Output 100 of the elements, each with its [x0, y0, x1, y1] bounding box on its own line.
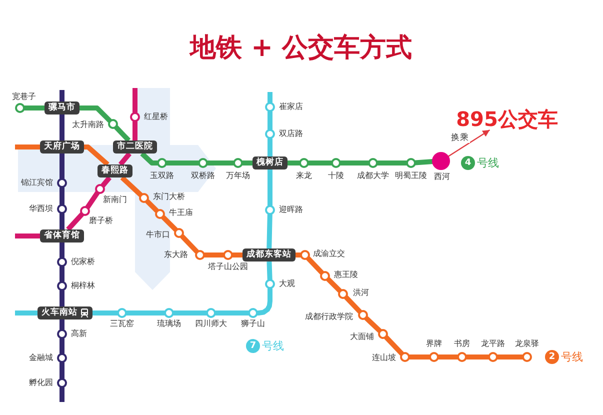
- metro-line: [256, 288, 272, 316]
- edge-label: 换乘: [450, 133, 470, 143]
- metro-line: [120, 176, 143, 197]
- station-name: 崔家店: [279, 102, 303, 112]
- station-name: 新南门: [103, 195, 127, 205]
- metro-line: [60, 320, 64, 330]
- metro-line: [180, 234, 199, 254]
- station-name: 大面铺: [350, 332, 374, 342]
- metro-line: [60, 338, 64, 354]
- station-box: 春熙路: [98, 164, 132, 178]
- station-name: 成渝立交: [313, 249, 345, 259]
- station-name: 大观: [279, 279, 295, 289]
- metro-line: [268, 170, 272, 206]
- station-box: 省体育馆: [40, 230, 84, 242]
- station-name: 明蜀王陵: [395, 171, 427, 181]
- metro-line: [384, 335, 404, 356]
- metro-line: [118, 152, 132, 166]
- metro-line: [15, 310, 38, 316]
- metro-line: [140, 152, 158, 166]
- metro-line: [377, 160, 407, 166]
- station-name: 金融城: [29, 353, 53, 363]
- metro-line: [497, 354, 523, 360]
- line-number-badge: 7: [246, 339, 260, 353]
- metro-line: [215, 310, 249, 316]
- metro-line: [60, 90, 64, 102]
- metro-line: [60, 387, 64, 402]
- metro-line: [364, 316, 382, 333]
- station-name: 太升南路: [72, 120, 104, 130]
- station-name: 牛王庙: [169, 208, 193, 218]
- metro-line: [132, 121, 138, 140]
- metro-line: [15, 234, 40, 238]
- station-name: 成都大学: [357, 171, 389, 181]
- metro-line: [207, 160, 234, 166]
- metro-line: [60, 266, 64, 282]
- metro-line: [15, 144, 40, 150]
- metro-line: [60, 213, 64, 230]
- arrow: [448, 130, 490, 158]
- metro-line: [145, 199, 159, 213]
- station-box: 市二医院: [113, 140, 157, 154]
- metro-line: [132, 88, 138, 113]
- station-name: 磨子桥: [89, 216, 113, 226]
- station-box: [38, 306, 92, 320]
- metro-line: [415, 159, 433, 166]
- station-name: 西河: [434, 172, 450, 182]
- station-name: 三瓦窑: [110, 319, 134, 329]
- station-box: 骡马市: [44, 102, 80, 114]
- metro-line: [288, 160, 300, 166]
- station-name: 双桥路: [191, 171, 215, 181]
- station-name: 十陵: [328, 171, 344, 181]
- title: 地铁 + 公交车方式: [190, 33, 412, 63]
- metro-line: [268, 138, 272, 156]
- station-name: 红星桥: [144, 112, 168, 122]
- metro-line: [242, 160, 252, 166]
- metro-line: [173, 310, 207, 316]
- metro-line: [266, 261, 272, 280]
- metro-line: [204, 252, 224, 258]
- station-name: 狮子山: [241, 319, 265, 329]
- station-name: 琉璃场: [157, 319, 181, 329]
- metro-line: [60, 114, 64, 140]
- station-box: 天府广场: [40, 140, 84, 154]
- station-name: 塔子山公园: [208, 262, 248, 272]
- station-name: 界牌: [426, 339, 442, 349]
- metro-line: [84, 144, 110, 166]
- station-name: 书房: [454, 339, 470, 349]
- line-number-badge: 4: [461, 156, 475, 170]
- station-name: 孵化园: [29, 378, 53, 388]
- metro-line: [438, 354, 458, 360]
- metro-line: [60, 290, 64, 306]
- station-name: 高新: [71, 329, 87, 339]
- line-number-badge: 2: [545, 350, 559, 364]
- station-name: 万年场: [226, 171, 250, 181]
- station-name: 华西坝: [29, 204, 53, 214]
- station-name: 桐梓林: [71, 281, 95, 291]
- station-name: 四川师大: [195, 319, 227, 329]
- metro-line: [326, 277, 342, 293]
- station-name: 东门大桥: [153, 192, 185, 202]
- metro-line: [114, 125, 131, 142]
- metro-line: [161, 215, 178, 232]
- station-name: 牛市口: [146, 230, 170, 240]
- metro-line: [60, 362, 64, 379]
- metro-line: [308, 160, 332, 166]
- metro-line: [92, 310, 118, 316]
- metro-line: [126, 310, 165, 316]
- station-name: 火车南站: [42, 306, 78, 320]
- station-box: 成都东客站: [242, 248, 296, 262]
- metro-line: [100, 176, 112, 188]
- metro-line: [85, 191, 100, 209]
- metro-line: [266, 214, 272, 249]
- metro-line: [268, 92, 272, 103]
- station-name: 宽巷子: [12, 92, 36, 102]
- station-name: 龙平路: [481, 339, 505, 349]
- line-name: 号线: [262, 340, 284, 352]
- station-name: 东大路: [164, 250, 188, 260]
- metro-line: [80, 106, 112, 123]
- station-name: 连山坡: [372, 353, 396, 363]
- station-name: 成都行政学院: [305, 312, 353, 322]
- station-name: 来龙: [296, 171, 312, 181]
- metro-line: [166, 160, 199, 166]
- line-name: 号线: [561, 350, 583, 364]
- station-name: 倪家桥: [71, 257, 95, 267]
